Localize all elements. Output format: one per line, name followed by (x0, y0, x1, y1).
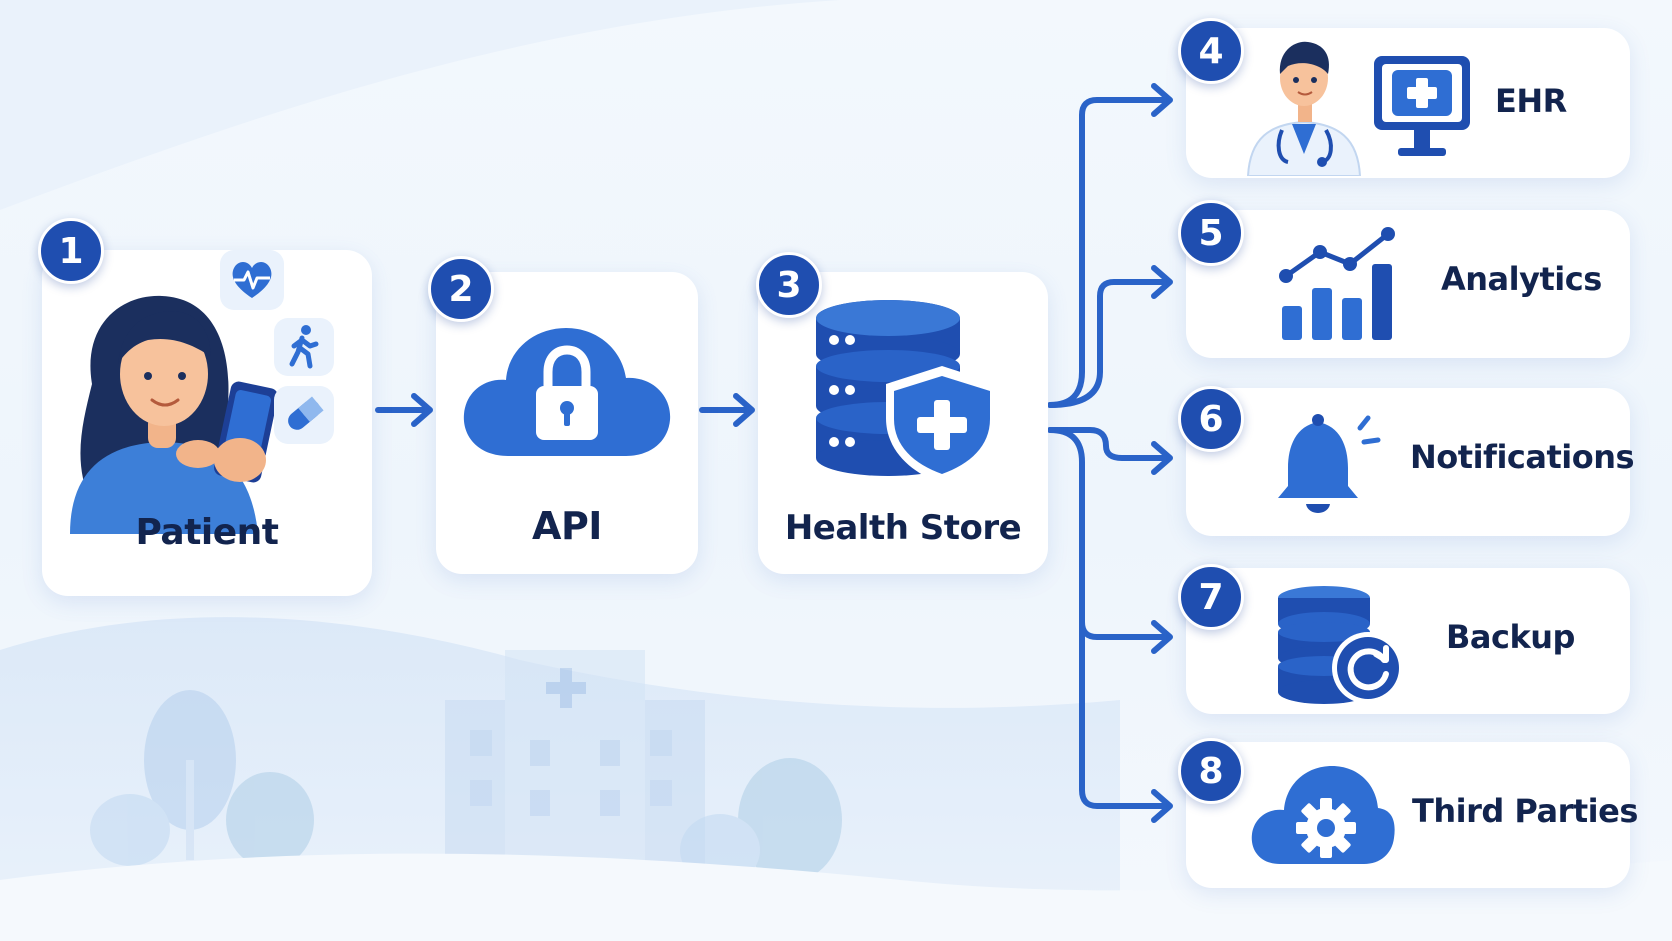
step-badge-4: 4 (1178, 18, 1244, 84)
third-parties-card: Third Parties (1186, 742, 1638, 888)
arrow-patient-to-api (375, 393, 433, 427)
analytics-label: Analytics (1441, 260, 1602, 298)
step-badge-6: 6 (1178, 386, 1244, 452)
api-card: API (436, 272, 698, 574)
health-store-card: Health Store (758, 272, 1048, 574)
patient-illustration (70, 295, 278, 534)
arrow-to-notifications (1047, 427, 1173, 475)
ehr-label: EHR (1495, 82, 1567, 120)
heart-rate-bubble (220, 250, 284, 310)
heart-rate-icon (232, 262, 272, 298)
database-shield-icon (816, 300, 998, 484)
cloud-lock-icon (463, 328, 671, 456)
arrow-to-analytics (1047, 265, 1173, 408)
step-badge-2: 2 (428, 256, 494, 322)
backup-card: Backup (1186, 568, 1630, 714)
walking-icon (289, 325, 319, 369)
ehr-card: EHR (1186, 28, 1630, 178)
arrow-api-to-store (699, 393, 755, 427)
patient-card: Patient (42, 250, 372, 596)
step-badge-3: 3 (756, 252, 822, 318)
analytics-card: Analytics (1186, 210, 1630, 358)
arrow-to-ehr (1047, 83, 1173, 408)
step-badge-1: 1 (38, 218, 104, 284)
backup-label: Backup (1446, 618, 1575, 656)
database-backup-icon (1278, 586, 1404, 704)
pill-bubble (274, 386, 334, 444)
hospital-silhouette (445, 650, 705, 890)
arrow-to-third-parties (1079, 617, 1173, 823)
walking-bubble (274, 318, 334, 376)
cloud-gear-icon (1251, 766, 1395, 864)
bar-chart-icon (1279, 227, 1395, 340)
step-badge-7: 7 (1178, 564, 1244, 630)
arrow-to-backup (1047, 427, 1173, 654)
doctor-monitor-icon (1246, 41, 1470, 176)
bell-icon (1278, 414, 1381, 513)
notifications-card: Notifications (1186, 388, 1635, 536)
step-badge-5: 5 (1178, 200, 1244, 266)
health-store-label: Health Store (784, 508, 1022, 548)
notifications-label: Notifications (1410, 438, 1635, 476)
pill-icon (288, 396, 324, 430)
patient-label: Patient (135, 512, 279, 553)
step-badge-8: 8 (1178, 738, 1244, 804)
third-parties-label: Third Parties (1412, 792, 1638, 830)
api-label: API (532, 504, 602, 548)
